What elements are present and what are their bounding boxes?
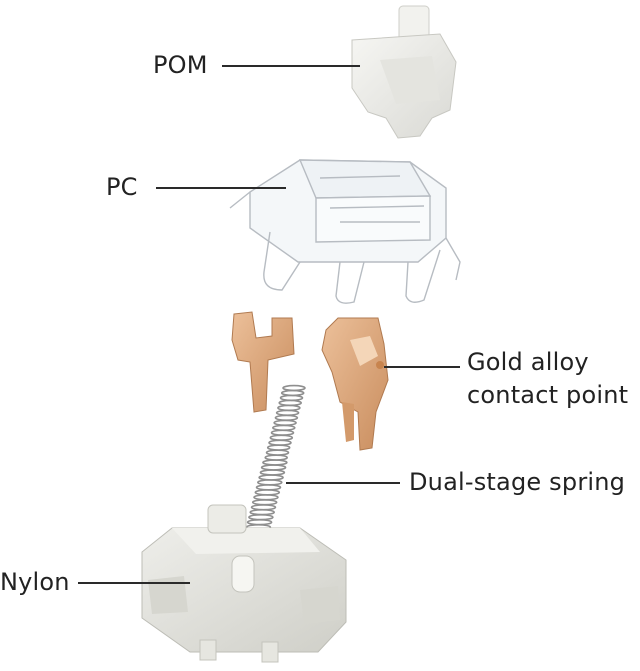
spring-coil <box>259 469 286 476</box>
spring-coil <box>253 494 279 501</box>
spring-coil <box>248 513 274 521</box>
label-gold-line1: Gold alloy <box>467 348 589 376</box>
leader-line-spring <box>286 482 400 484</box>
nylon-bottom-housing <box>141 504 347 663</box>
label-pc: PC <box>106 173 138 201</box>
spring-coil <box>282 384 306 392</box>
label-gold-line2: contact point <box>467 381 629 409</box>
spring-coil <box>270 429 295 436</box>
spring-coil <box>255 484 282 491</box>
gold-contact-point <box>376 361 384 369</box>
spring-coil <box>277 404 301 412</box>
leader-line-gold <box>384 366 460 368</box>
label-spring: Dual-stage spring <box>409 468 626 496</box>
spring-coil <box>246 518 273 526</box>
spring-coil <box>271 424 296 431</box>
spring-coil <box>274 414 299 421</box>
spring-coil <box>275 409 300 416</box>
label-pom: POM <box>153 51 208 79</box>
leader-line-pom <box>222 65 360 67</box>
spring-coil <box>266 444 291 451</box>
spring-coil <box>262 459 288 466</box>
leader-line-nylon <box>78 582 190 584</box>
spring-coil <box>260 464 287 471</box>
spring-coil <box>278 399 303 407</box>
spring-coil <box>250 504 277 511</box>
pom-stem <box>351 5 457 139</box>
leader-line-pc <box>156 187 286 189</box>
spring-coil <box>273 419 297 426</box>
spring-coil <box>264 454 289 461</box>
pc-top-housing <box>229 159 461 304</box>
spring-coil <box>254 489 281 496</box>
spring-coil <box>256 479 283 486</box>
spring-coil <box>269 434 294 441</box>
spring-coil <box>249 509 276 516</box>
spring-coil <box>265 449 290 456</box>
spring-coil <box>279 394 304 402</box>
label-nylon: Nylon <box>0 568 70 596</box>
spring-coil <box>251 499 278 506</box>
gold-contact-right <box>321 317 389 451</box>
spring-coil <box>268 439 292 446</box>
gold-contact-left <box>231 311 295 413</box>
spring-coil <box>258 474 284 481</box>
spring-coil <box>280 389 305 397</box>
